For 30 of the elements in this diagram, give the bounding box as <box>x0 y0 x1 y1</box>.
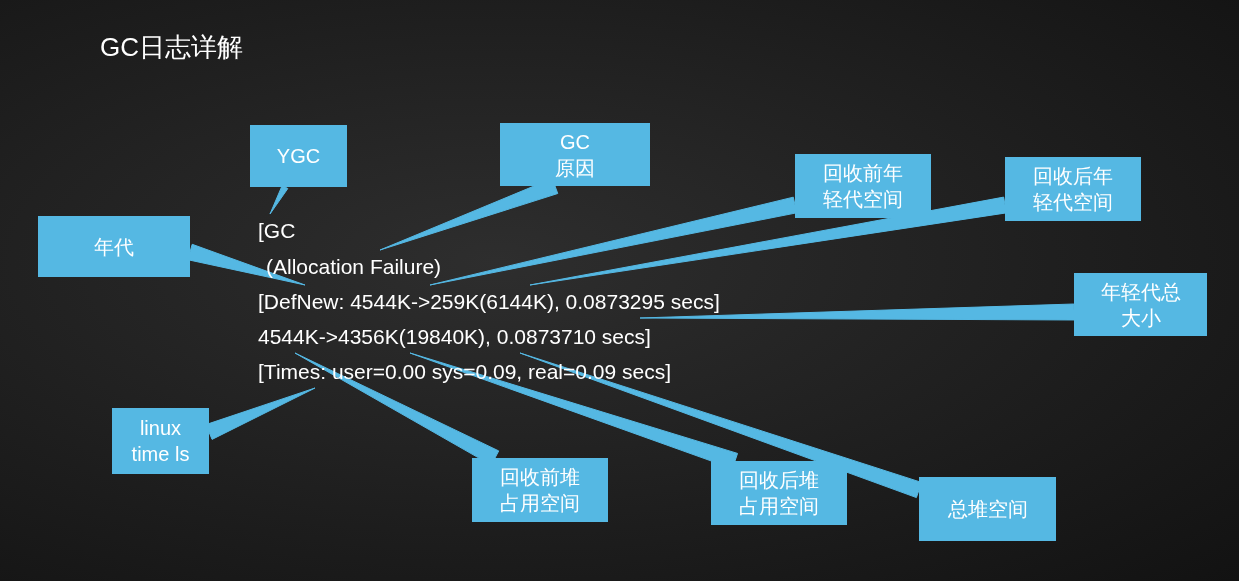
callout-label: 总堆空间 <box>947 497 1028 522</box>
callout-pointer <box>529 196 1007 286</box>
callout-box <box>1074 273 1207 336</box>
callout-pointer <box>187 243 306 286</box>
callout-label: 年轻代总大小 <box>1099 279 1182 331</box>
callout-box <box>919 477 1056 541</box>
callout-box <box>500 123 650 186</box>
callout-box <box>1005 157 1141 221</box>
callout-label: 回收后堆占用空间 <box>738 468 820 519</box>
callout-label: GC 原因 <box>554 129 596 181</box>
callout-label: YGC <box>276 144 321 169</box>
log-line: (Allocation Failure) <box>266 250 442 283</box>
log-line: [DefNew: 4544K->259K(6144K), 0.0873295 secs] <box>258 285 720 318</box>
callout-pointer <box>639 303 1075 321</box>
callout-label: 回收前堆占用空间 <box>499 465 581 516</box>
callout-box <box>112 408 209 474</box>
callout-label: 年代 <box>94 234 134 260</box>
log-line: 4544K->4356K(19840K), 0.0873710 secs] <box>258 320 651 353</box>
callout-label: 回收前年轻代空间 <box>822 161 904 212</box>
callout-label: 回收后年轻代空间 <box>1032 164 1114 215</box>
log-line: [GC <box>258 214 296 247</box>
slide-title: GC日志详解 <box>100 31 243 64</box>
callout-pointer <box>429 196 798 286</box>
callout-box <box>250 125 347 187</box>
callout-box <box>472 458 608 522</box>
callout-box <box>711 461 847 525</box>
callout-box <box>795 154 931 218</box>
callout-label: linux time ls <box>130 416 191 467</box>
callout-box <box>38 216 190 277</box>
callout-pointer <box>269 184 289 215</box>
